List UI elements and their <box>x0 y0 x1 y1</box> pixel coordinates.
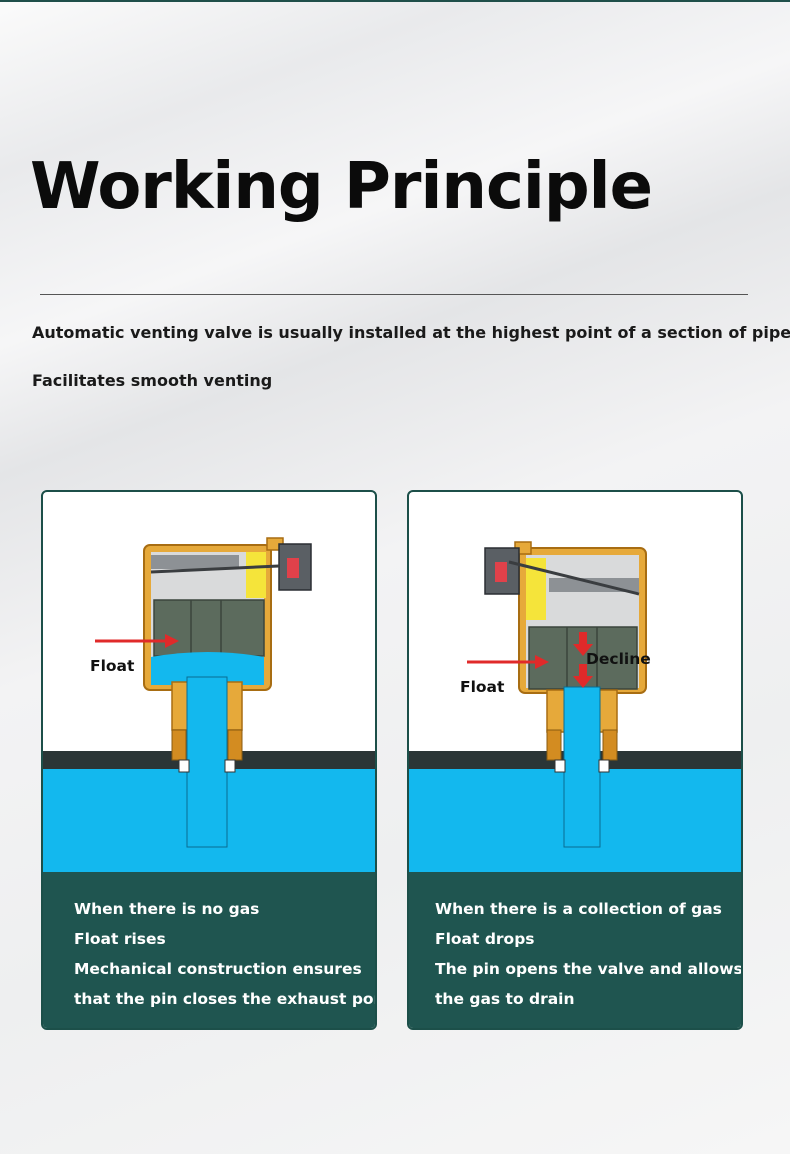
arrow-head-icon <box>165 634 179 648</box>
decline-label: Decline <box>586 650 651 668</box>
valve-diagram-float-down <box>409 541 741 872</box>
decline-arrow-icon-1 <box>579 632 587 646</box>
arrow-head-icon <box>535 655 549 669</box>
top-border-line <box>0 0 790 2</box>
float-label: Float <box>460 678 505 696</box>
exhaust-seal <box>287 558 299 578</box>
body-water <box>151 652 264 685</box>
caption-line-1: When there is a collection of gas <box>435 900 722 918</box>
page-title: Working Principle <box>30 150 653 224</box>
float-block <box>153 599 265 657</box>
decline-arrow-icon-2 <box>579 664 587 678</box>
title-divider <box>40 294 748 295</box>
exhaust-seal <box>495 562 507 582</box>
panel-gas-collection: Decline Float When there is a collection… <box>407 490 743 1030</box>
lever-arm <box>151 555 239 569</box>
pipe-stem-water <box>563 686 601 848</box>
caption-box: When there is a collection of gas Float … <box>409 872 743 1028</box>
caption-line-4: the gas to drain <box>435 990 575 1008</box>
intro-line-1: Automatic venting valve is usually insta… <box>32 323 790 342</box>
caption-line-3: Mechanical construction ensures <box>74 960 362 978</box>
caption-line-2: Float rises <box>74 930 166 948</box>
valve-diagram-float-up <box>43 537 375 872</box>
caption-box: When there is no gas Float rises Mechani… <box>43 872 377 1028</box>
caption-line-3: The pin opens the valve and allows <box>435 960 743 978</box>
panel-no-gas: Float When there is no gas Float rises M… <box>41 490 377 1030</box>
intro-line-2: Facilitates smooth venting <box>32 371 273 390</box>
lever-yellow <box>246 552 266 598</box>
caption-line-4: that the pin closes the exhaust port <box>74 990 377 1008</box>
caption-line-2: Float drops <box>435 930 535 948</box>
float-label: Float <box>90 657 135 675</box>
caption-line-1: When there is no gas <box>74 900 260 918</box>
lever-yellow <box>526 558 546 620</box>
pipe-stem-water <box>186 676 228 848</box>
